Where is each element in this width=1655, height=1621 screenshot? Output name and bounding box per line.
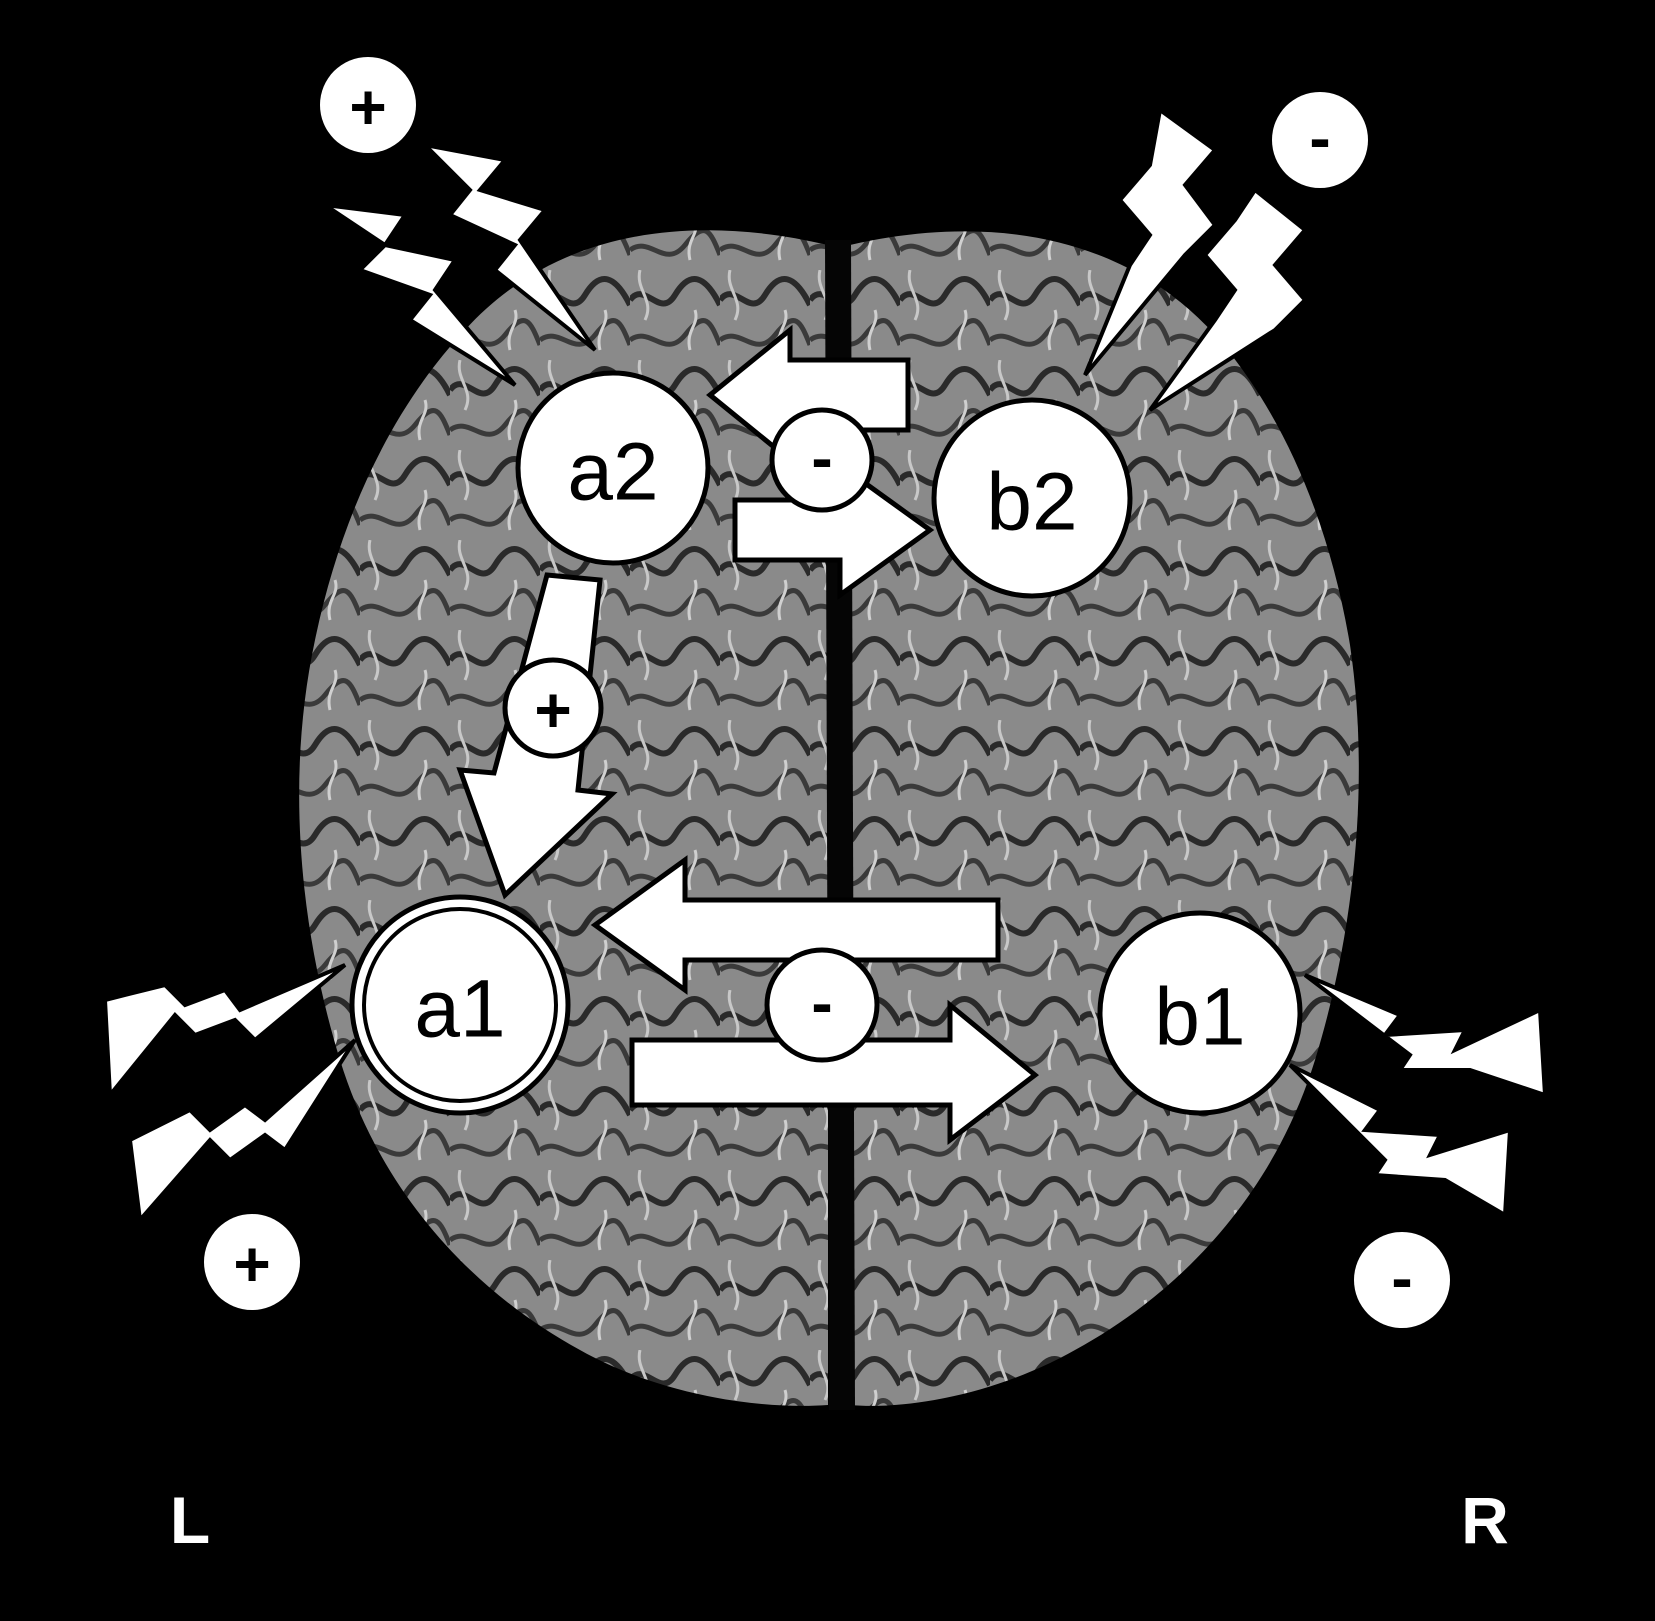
right-side-label: R — [1461, 1483, 1509, 1557]
lightning-bolt-icon — [323, 203, 517, 387]
lightning-bolt-icon — [127, 1038, 357, 1225]
lightning-bolt-icon — [1148, 187, 1308, 412]
node-a1: a1 — [349, 894, 571, 1116]
brain-right-hemisphere — [850, 231, 1359, 1406]
node-b2: b2 — [931, 397, 1133, 599]
sign-a2-a1: + — [502, 657, 604, 759]
stim-sign-a2: + — [320, 57, 416, 153]
left-side-label: L — [170, 1483, 210, 1557]
arrow-a1-to-b1 — [629, 999, 1040, 1146]
stim-sign-b1-label: - — [1391, 1242, 1412, 1314]
stim-sign-b2: - — [1272, 92, 1368, 188]
stim-sign-a1: + — [204, 1214, 300, 1310]
stim-sign-a2-label: + — [349, 71, 386, 143]
lightning-bolt-icon — [102, 963, 347, 1101]
arrows — [456, 324, 1040, 1146]
node-b1-label: b1 — [1154, 972, 1245, 1063]
bolt-group-b1 — [1288, 973, 1548, 1219]
bolt-group-b2 — [1083, 106, 1308, 412]
stim-sign-a1-label: + — [233, 1228, 270, 1300]
sign-a1-b1-label: - — [811, 967, 832, 1039]
bolt-group-a2 — [323, 141, 597, 387]
lightning-bolts — [102, 106, 1548, 1225]
node-b1: b1 — [1097, 910, 1303, 1116]
lightning-bolt-icon — [1303, 973, 1548, 1098]
node-a1-label: a1 — [414, 964, 505, 1055]
node-a2-label: a2 — [567, 427, 658, 518]
connection-signs: - + - — [502, 407, 880, 1063]
stimulation-signs: + - + - — [204, 57, 1450, 1328]
stim-sign-b1: - — [1354, 1232, 1450, 1328]
sign-a2-a1-label: + — [534, 674, 571, 746]
node-a2: a2 — [515, 370, 711, 566]
bolt-group-a1 — [102, 963, 357, 1225]
sign-a1-b1: - — [764, 947, 880, 1063]
sign-a2-b2: - — [769, 407, 875, 513]
lightning-bolt-icon — [1083, 106, 1218, 377]
stim-sign-b2-label: - — [1309, 102, 1330, 174]
lightning-bolt-icon — [419, 141, 597, 352]
node-b2-label: b2 — [986, 457, 1077, 548]
nodes: a2 b2 a1 b1 — [349, 370, 1303, 1116]
sign-a2-b2-label: - — [811, 422, 832, 494]
arrow-b1-to-a1 — [590, 855, 1001, 995]
lightning-bolt-icon — [1288, 1063, 1513, 1219]
